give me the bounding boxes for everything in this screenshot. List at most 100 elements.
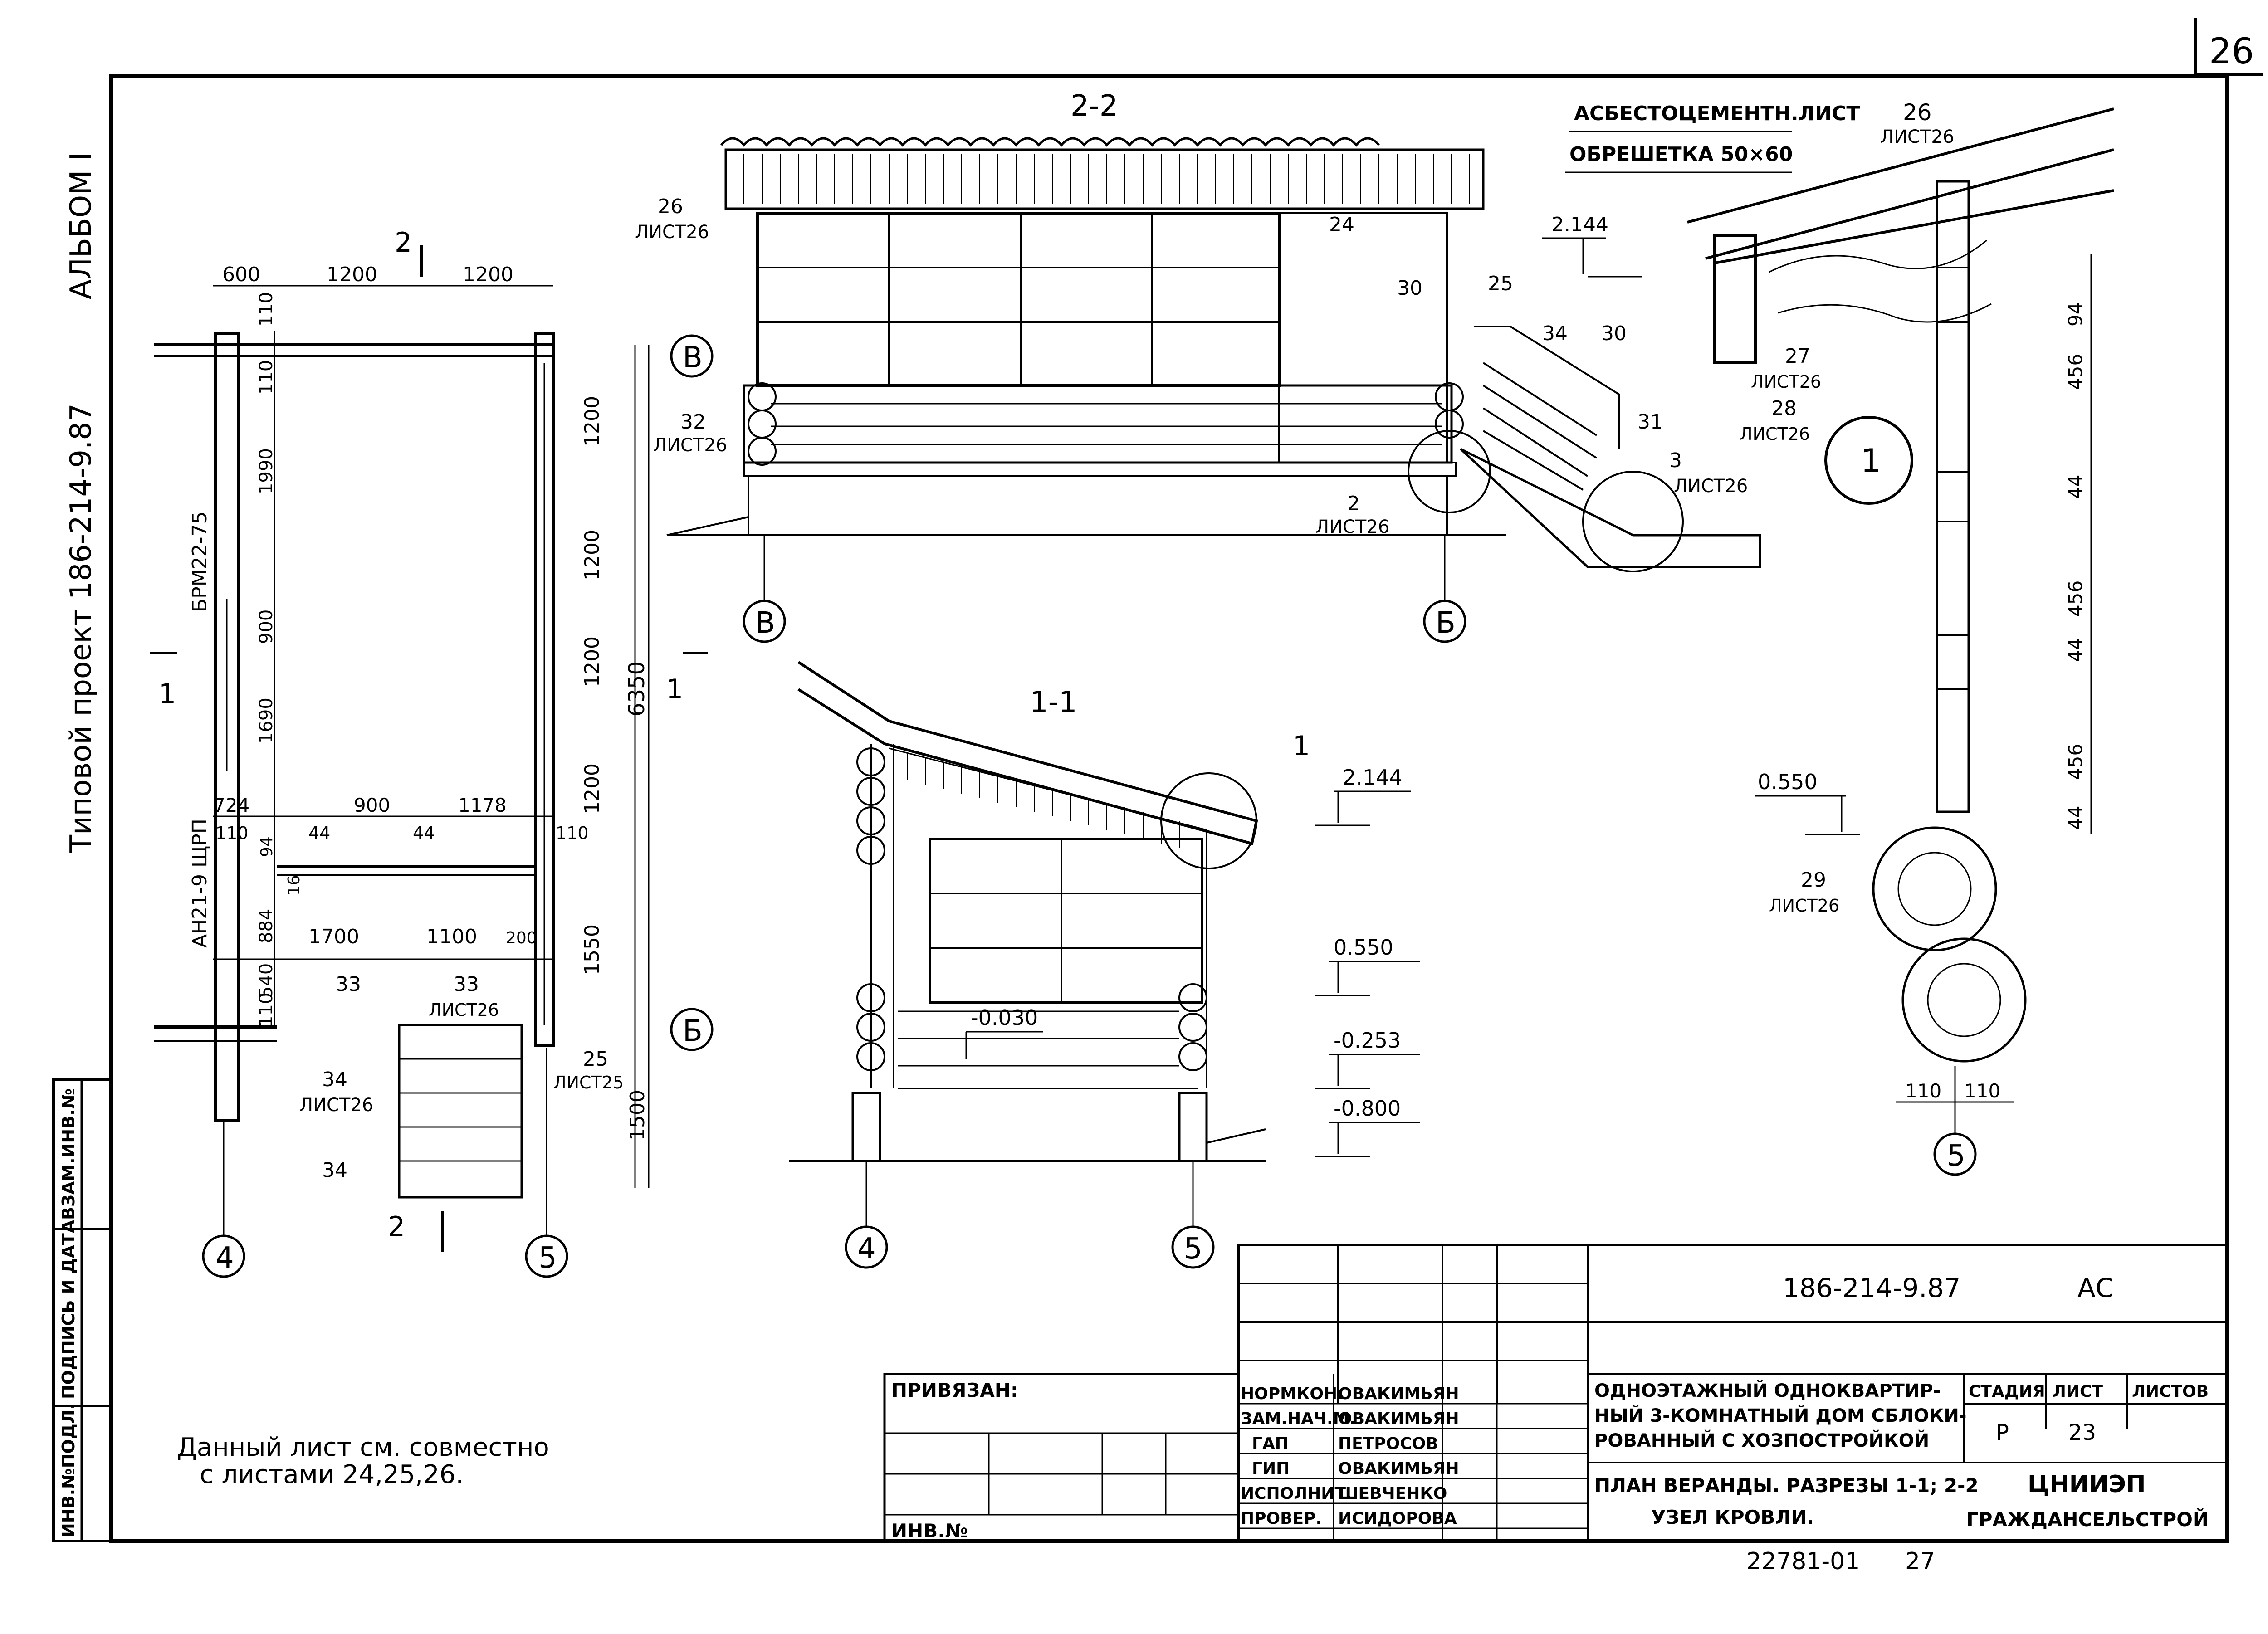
sheet-number-box: 26	[2194, 18, 2263, 76]
s22-axis-V-label: В	[755, 606, 775, 640]
tb-archive: 22781-01	[1746, 1548, 1860, 1575]
dim-left-1990: 1990	[256, 448, 277, 494]
tb-building-3: РОВАННЫЙ С ХОЗПОСТРОЙКОЙ	[1594, 1429, 1929, 1451]
label-brm: БРМ22-75	[188, 511, 211, 612]
mark-34a-ref: ЛИСТ26	[299, 1095, 373, 1116]
project-label: Типовой проект 186-214-9.87	[64, 403, 98, 853]
axis-5-label: 5	[538, 1241, 557, 1275]
dim-total: 6350	[624, 661, 650, 717]
node-mark-28: 28	[1771, 397, 1797, 420]
node-dim-94: 94	[2064, 302, 2087, 327]
section-2-top: 2	[395, 227, 412, 259]
dim-top-1200b: 1200	[463, 263, 513, 286]
section11-title: 1-1	[1030, 686, 1077, 719]
sheet-number: 26	[2209, 31, 2254, 72]
dim-left-110b: 110	[256, 360, 277, 395]
dim-left-900: 900	[256, 610, 277, 644]
section22-title: 2-2	[1070, 89, 1118, 123]
dim-mid-1178: 1178	[458, 794, 507, 816]
dim-top-600: 600	[222, 263, 260, 286]
tb-sheet: 23	[2068, 1420, 2096, 1445]
dim-mid-44b: 44	[413, 823, 435, 843]
wall-axis-4	[214, 332, 240, 1122]
dim-mid-44a: 44	[308, 823, 330, 843]
dim-bot-200: 200	[506, 929, 537, 947]
node-dim-44c: 44	[2064, 806, 2087, 830]
node-mark-27: 27	[1785, 345, 1810, 368]
dim-mid-900: 900	[354, 794, 390, 816]
tb-building-1: ОДНОЭТАЖНЫЙ ОДНОКВАРТИР-	[1594, 1380, 1941, 1401]
node-note-asbest: АСБЕСТОЦЕМЕНТН.ЛИСТ	[1574, 102, 1860, 125]
tb-mark: АС	[2077, 1273, 2114, 1303]
node-mark-27-ref: ЛИСТ26	[1751, 372, 1821, 392]
dim-left-884: 884	[256, 909, 277, 943]
s11-axis-5-label: 5	[1184, 1232, 1202, 1266]
tb-name-3: ОВАКИМЬЯН	[1338, 1459, 1459, 1478]
tb-privyazan: ПРИВЯЗАН:	[891, 1379, 1018, 1401]
s22-mark-2: 2	[1347, 492, 1360, 515]
dim-right-3: 1200	[581, 636, 604, 687]
dim-bot-1100: 1100	[426, 925, 477, 948]
node-dim-44b: 44	[2064, 638, 2087, 662]
tb-inv: ИНВ.№	[891, 1520, 968, 1542]
node-mark-28-ref: ЛИСТ26	[1740, 424, 1810, 444]
s11-level-2144: 2.144	[1343, 765, 1403, 790]
s11-axis-4-label: 4	[857, 1232, 876, 1266]
node-id-bubble	[1824, 416, 1913, 505]
node-dim-456a: 456	[2064, 354, 2087, 390]
dim-left-540: 540	[256, 963, 277, 998]
s22-mark-32-ref: ЛИСТ26	[653, 435, 727, 456]
s22-mark-2-ref: ЛИСТ26	[1315, 517, 1389, 537]
node-note-obreshetka: ОБРЕШЕТКА 50×60	[1569, 143, 1793, 166]
dim-mid-110a: 110	[215, 823, 249, 843]
s22-mark-34: 34	[1542, 322, 1568, 345]
tb-sheet-title-2: УЗЕЛ КРОВЛИ.	[1651, 1506, 1814, 1528]
note-line-2: с листами 24,25,26.	[200, 1460, 464, 1489]
mark-34b: 34	[322, 1159, 347, 1182]
left-stamp: ВЗАМ.ИНВ.№ ПОДПИСЬ И ДАТА ИНВ.№ПОДЛ.	[52, 1078, 112, 1542]
section-2-2: 2-2 В Б 26 ЛИСТ26 24	[635, 89, 1761, 643]
dim-mid-110b: 110	[556, 823, 589, 843]
s22-mark-26: 26	[658, 195, 683, 218]
wall-axis-5	[534, 332, 555, 1047]
node-dim-44a: 44	[2064, 475, 2087, 499]
tb-role-0: НОРМКОН.	[1241, 1385, 1344, 1403]
tb-archive-page: 27	[1905, 1548, 1935, 1575]
tb-role-3: ГИП	[1252, 1459, 1290, 1478]
dim-left-1690: 1690	[256, 697, 277, 744]
title-block: 186-214-9.87 АС ПРИВЯЗАН: ИНВ.№ НОРМКОН.…	[883, 1244, 2229, 1575]
veranda-plan: 4 5 В Б 2 2 1 1 600 1200 1200 1200 1200 …	[150, 227, 714, 1278]
stairs	[398, 1024, 523, 1199]
s11-level-0550: 0.550	[1334, 935, 1393, 960]
dim-right-6: 1500	[626, 1090, 649, 1141]
axis-B-label: Б	[683, 1015, 703, 1048]
s22-mark-30a: 30	[1397, 277, 1422, 300]
roof-node: АСБЕСТОЦЕМЕНТН.ЛИСТ ОБРЕШЕТКА 50×60 26 Л…	[1565, 99, 2114, 1176]
tb-org1: ЦНИИЭП	[2028, 1471, 2146, 1498]
dim-left-110c: 110	[256, 993, 277, 1027]
tb-name-5: ИСИДОРОВА	[1338, 1509, 1457, 1528]
node-mark-26: 26	[1903, 99, 1932, 126]
mark-25-ref: ЛИСТ25	[553, 1073, 624, 1093]
s22-mark-24: 24	[1329, 213, 1354, 236]
s11-level-0800: -0.800	[1334, 1096, 1401, 1121]
s22-level: 2.144	[1551, 213, 1608, 236]
mark-25: 25	[583, 1048, 608, 1071]
s22-mark-31: 31	[1637, 410, 1663, 434]
dim-mid-94: 94	[258, 836, 276, 857]
section-1-right: 1	[666, 673, 683, 705]
s22-mark-25: 25	[1488, 272, 1513, 295]
mark-33b-ref: ЛИСТ26	[429, 1000, 499, 1020]
tb-stage-h: СТАДИЯ	[1969, 1382, 2045, 1401]
s11-callout-label: 1	[1293, 730, 1310, 762]
node-mark-29-ref: ЛИСТ26	[1769, 896, 1839, 916]
tb-name-1: ОВАКИМЬЯН	[1338, 1410, 1459, 1428]
album-label: АЛЬБОМ I	[64, 152, 98, 299]
node-mark-26-ref: ЛИСТ26	[1880, 127, 1954, 147]
s22-mark-3: 3	[1669, 449, 1682, 472]
label-an: АН21-9 ЩРП	[188, 819, 211, 948]
s22-mark-32: 32	[680, 410, 706, 434]
tb-name-0: ОВАКИМЬЯН	[1338, 1385, 1459, 1403]
node-axis-5	[1933, 1132, 1977, 1176]
mark-33a: 33	[336, 973, 361, 996]
